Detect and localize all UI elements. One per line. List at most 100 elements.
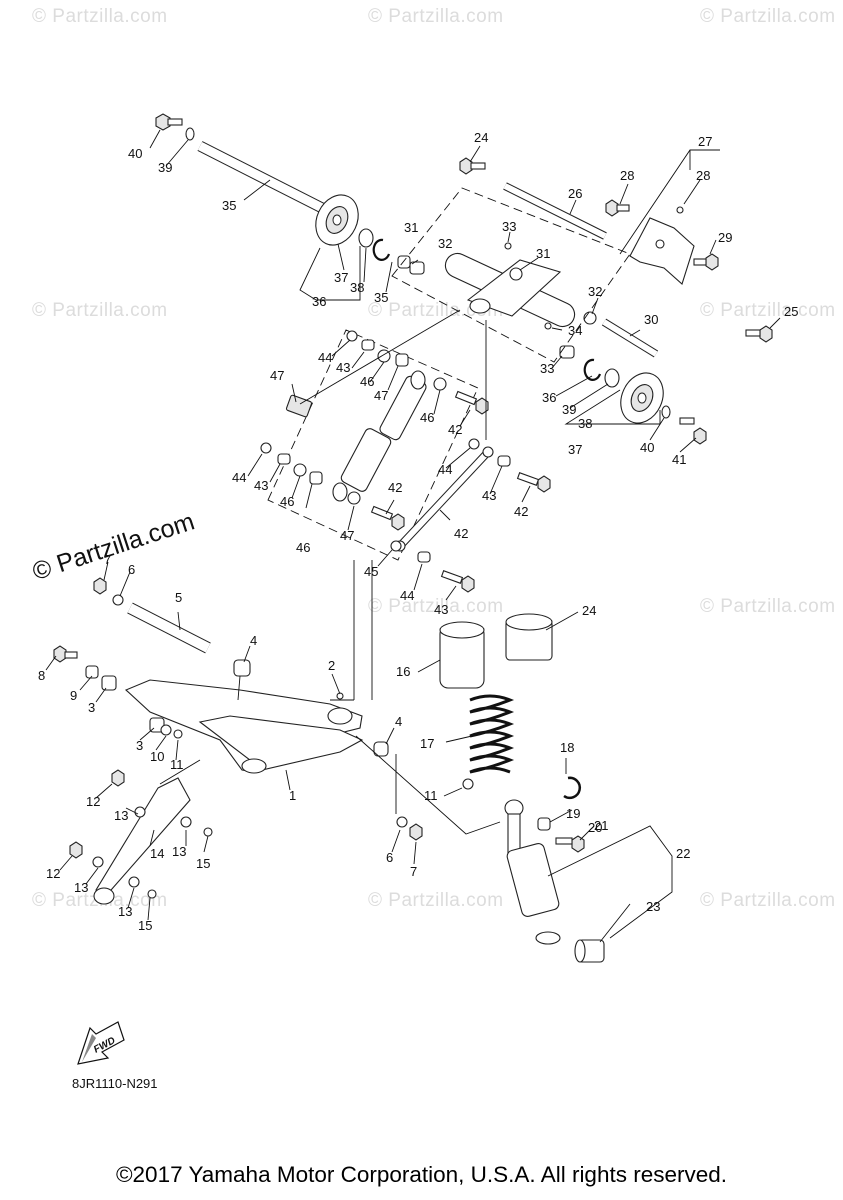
collar-9 xyxy=(85,665,99,679)
bearing-38 xyxy=(358,228,374,248)
collar-32 xyxy=(409,261,425,275)
bolt-12 xyxy=(69,841,83,859)
callout-46: 46 xyxy=(420,410,434,425)
callout-13: 13 xyxy=(172,844,186,859)
nut-15 xyxy=(203,827,213,837)
callout-35: 35 xyxy=(374,290,388,305)
washer-46 xyxy=(433,377,447,391)
callout-45: 45 xyxy=(364,564,378,579)
bolt-42 xyxy=(370,505,405,531)
washer-13 xyxy=(180,816,192,828)
callout-13: 13 xyxy=(118,904,132,919)
watermark: © Partzilla.com xyxy=(32,300,168,321)
callout-37: 37 xyxy=(334,270,348,285)
bolt-42 xyxy=(440,570,475,593)
callout-28: 28 xyxy=(620,168,634,183)
bump-stop-16 xyxy=(439,621,485,689)
front-shock-21 xyxy=(504,799,561,945)
callout-32: 32 xyxy=(438,236,452,251)
front-arm-1 xyxy=(124,679,364,774)
bolt-24 xyxy=(459,157,486,175)
limiter-strap-14 xyxy=(93,777,191,905)
group-box-30 xyxy=(391,187,631,363)
callout-35: 35 xyxy=(222,198,236,213)
leader-lines xyxy=(45,129,781,943)
callout-44: 44 xyxy=(318,350,332,365)
callout-36: 36 xyxy=(312,294,326,309)
nipple-33 xyxy=(504,242,512,250)
nut-15 xyxy=(147,889,157,899)
washer-6 xyxy=(112,594,124,606)
callout-8: 8 xyxy=(38,668,45,683)
callout-44: 44 xyxy=(400,588,414,603)
callout-43: 43 xyxy=(482,488,496,503)
callout-29: 29 xyxy=(718,230,732,245)
fwd-arrow-icon: FWD xyxy=(77,1021,125,1065)
washer-46 xyxy=(347,491,361,505)
callout-34: 34 xyxy=(568,323,582,338)
watermark: © Partzilla.com xyxy=(368,596,504,617)
callout-15: 15 xyxy=(196,856,210,871)
bolt-28 xyxy=(693,253,719,271)
bolt-42 xyxy=(454,390,489,415)
bolt-7 xyxy=(93,577,107,595)
bolt-40 xyxy=(155,113,183,131)
callout-3: 3 xyxy=(88,700,95,715)
bushing-22 xyxy=(574,939,605,963)
callout-42: 42 xyxy=(514,504,528,519)
callout-42: 42 xyxy=(388,480,402,495)
bushing-47 xyxy=(395,353,409,367)
axle-25 xyxy=(503,182,607,240)
drawing-code: 8JR1110-N291 xyxy=(72,1076,158,1091)
callout-32: 32 xyxy=(588,284,602,299)
washer-13 xyxy=(134,806,146,818)
callout-39: 39 xyxy=(562,402,576,417)
collar-32 xyxy=(397,255,411,269)
callout-9: 9 xyxy=(70,688,77,703)
callout-1: 1 xyxy=(289,788,296,803)
watermark: © Partzilla.com xyxy=(700,6,836,27)
callout-36: 36 xyxy=(542,390,556,405)
collar-43 xyxy=(417,551,431,563)
callout-39: 39 xyxy=(158,160,172,175)
bushing-4 xyxy=(233,659,251,677)
bolt-24 xyxy=(745,325,773,343)
rear-arm-30 xyxy=(444,252,576,328)
callout-21: 21 xyxy=(594,818,608,833)
watermark: © Partzilla.com xyxy=(368,890,504,911)
nut-11 xyxy=(173,729,183,739)
callout-42: 42 xyxy=(454,526,468,541)
callout-12: 12 xyxy=(86,794,100,809)
callout-3: 3 xyxy=(136,738,143,753)
washer-39 xyxy=(661,405,671,419)
callout-43: 43 xyxy=(434,602,448,617)
bolt-8 xyxy=(53,645,78,663)
washer-13 xyxy=(128,876,140,888)
watermark: © Partzilla.com xyxy=(700,596,836,617)
callout-4: 4 xyxy=(250,633,257,648)
bushing-31 xyxy=(583,311,597,325)
spring-17 xyxy=(469,694,515,774)
collar-43 xyxy=(277,453,291,465)
bolt-7 xyxy=(409,823,423,841)
callout-28: 28 xyxy=(696,168,710,183)
callout-33: 33 xyxy=(540,361,554,376)
watermark: © Partzilla.com xyxy=(368,300,504,321)
watermark: © Partzilla.com xyxy=(700,890,836,911)
callout-6: 6 xyxy=(128,562,135,577)
cover-23 xyxy=(505,613,553,661)
callout-14: 14 xyxy=(150,846,164,861)
clip-18 xyxy=(563,776,581,800)
callout-11: 11 xyxy=(424,788,438,803)
callout-41: 41 xyxy=(672,452,686,467)
callout-numbers: 1233445667789101111121213131313141515161… xyxy=(38,130,798,933)
bolt-42 xyxy=(516,472,551,493)
shock-absorber-47 xyxy=(332,370,427,502)
nut-44 xyxy=(390,540,402,552)
bushing-31 xyxy=(509,267,523,281)
callout-6: 6 xyxy=(386,850,393,865)
callout-13: 13 xyxy=(114,808,128,823)
callout-47: 47 xyxy=(374,388,388,403)
callout-42: 42 xyxy=(448,422,462,437)
